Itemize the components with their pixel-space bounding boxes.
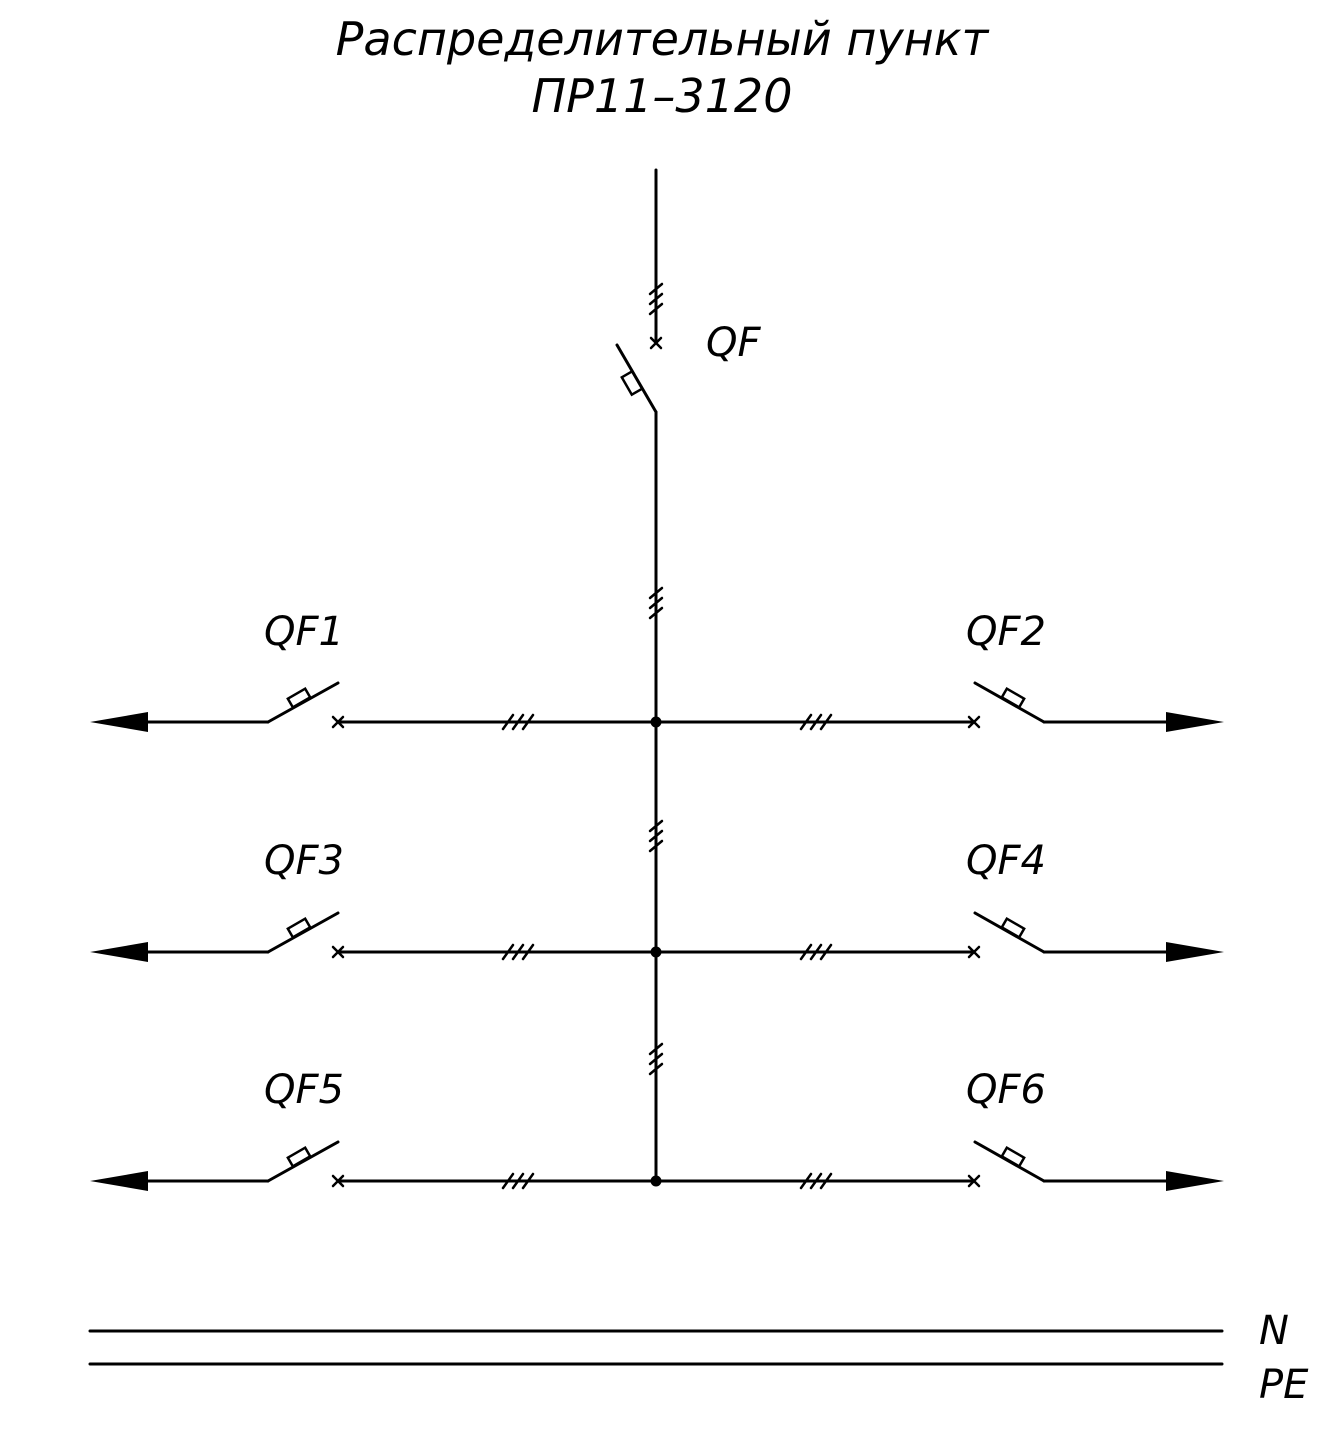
busbar-phase-ticks [648, 586, 664, 1076]
left-arrow-icon [90, 1171, 148, 1191]
left-breaker [90, 1140, 345, 1191]
main-breaker-qf [615, 336, 663, 414]
phase-ticks-right [799, 713, 833, 731]
pe-bus-label: PE [1259, 1362, 1309, 1408]
right-arrow-icon [1166, 712, 1224, 732]
left-breaker-release-icon [286, 916, 312, 940]
main-breaker-label: QF [706, 320, 761, 366]
phase-ticks-right [799, 943, 833, 961]
neutral-bus-label: N [1259, 1308, 1289, 1354]
junction-node [650, 946, 662, 958]
right-breaker [967, 681, 1224, 732]
branch-row-3 [90, 1140, 1224, 1191]
breaker-label-qf1: QF1 [264, 609, 344, 655]
breaker-label-qf5: QF5 [264, 1067, 344, 1113]
junction-node [650, 1175, 662, 1187]
right-breaker-release-icon [1000, 916, 1026, 940]
phase-ticks-left [501, 713, 535, 731]
incoming-phase-ticks [648, 282, 664, 316]
branch-row-1 [90, 681, 1224, 732]
right-breaker-cross-icon [967, 945, 981, 959]
right-breaker [967, 911, 1224, 962]
main-breaker-release-icon [620, 369, 644, 397]
right-arrow-icon [1166, 942, 1224, 962]
right-breaker-cross-icon [967, 1174, 981, 1188]
junction-node [650, 716, 662, 728]
right-breaker [967, 1140, 1224, 1191]
left-breaker-release-icon [286, 686, 312, 710]
left-breaker-cross-icon [331, 1174, 345, 1188]
left-arrow-icon [90, 712, 148, 732]
left-breaker-cross-icon [331, 715, 345, 729]
phase-ticks-right [799, 1172, 833, 1190]
title-line-1: Распределительный пункт [336, 12, 990, 66]
right-arrow-icon [1166, 1171, 1224, 1191]
title-line-2: ПР11–3120 [532, 69, 793, 123]
breaker-label-qf6: QF6 [966, 1067, 1046, 1113]
right-breaker-release-icon [1000, 686, 1026, 710]
main-breaker-cross-icon [649, 336, 663, 350]
branch-row-2 [90, 911, 1224, 962]
left-breaker-cross-icon [331, 945, 345, 959]
phase-ticks-left [501, 1172, 535, 1190]
phase-ticks-left [501, 943, 535, 961]
breaker-label-qf3: QF3 [264, 838, 344, 884]
right-breaker-release-icon [1000, 1145, 1026, 1169]
left-arrow-icon [90, 942, 148, 962]
breaker-label-qf4: QF4 [966, 838, 1046, 884]
breaker-label-qf2: QF2 [966, 609, 1046, 655]
left-breaker [90, 911, 345, 962]
right-breaker-cross-icon [967, 715, 981, 729]
left-breaker [90, 681, 345, 732]
left-breaker-release-icon [286, 1145, 312, 1169]
